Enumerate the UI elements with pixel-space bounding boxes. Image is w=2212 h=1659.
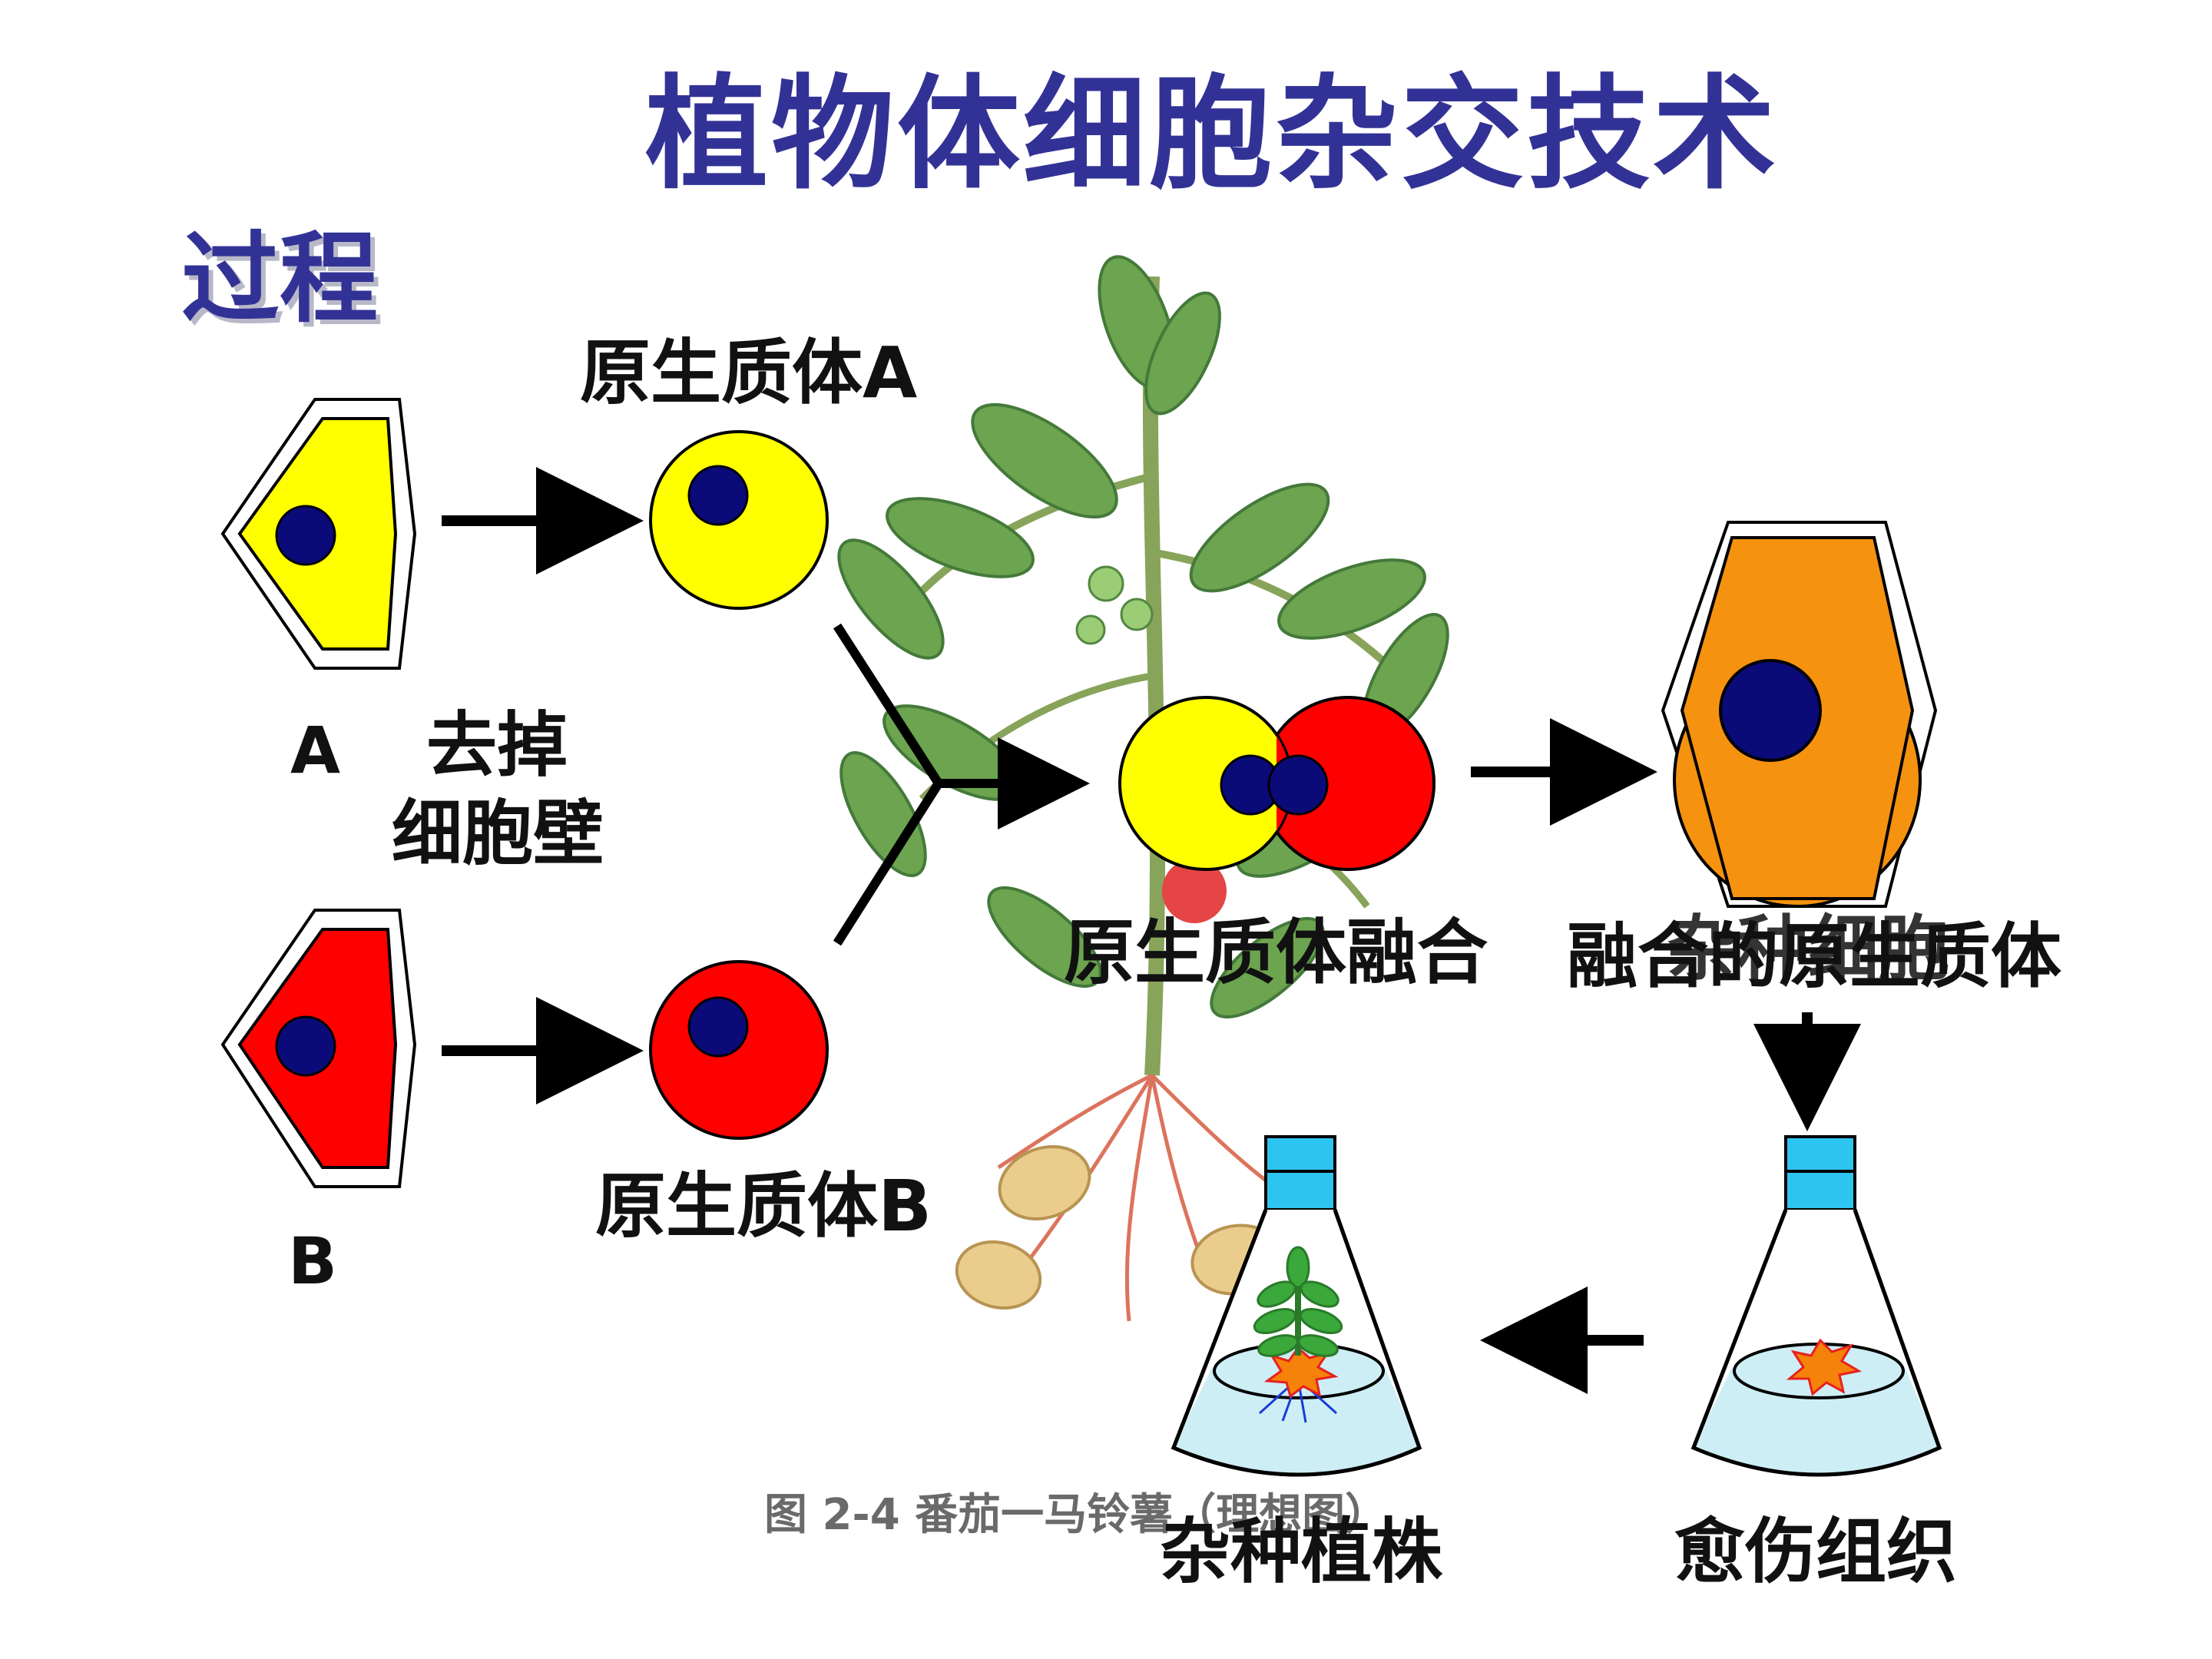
protoplast-a-label: 原生质体A [580, 332, 918, 414]
hybrid-cell [1661, 521, 1938, 908]
cell-b-label: B [288, 1224, 338, 1299]
callus-base [1263, 1346, 1339, 1399]
remove-wall-label-2: 细胞壁 [392, 793, 604, 875]
plant-cell-a [220, 398, 417, 670]
figure-caption: 图 2-4 番茄一马铃薯（理想图） [764, 1490, 1389, 1540]
hybrid-cell-label: 杂种细胞 [1667, 908, 1950, 990]
merge-connector [833, 623, 943, 946]
hybrid-plant-label: 杂种植株 [1160, 1511, 1443, 1593]
cell-a-label: A [290, 713, 341, 788]
nucleus-b [275, 1015, 336, 1077]
protoplast-b [649, 960, 829, 1140]
callus-flask [1690, 1135, 1942, 1477]
hybrid-plant-flask [1171, 1135, 1422, 1477]
plantlet [1253, 1246, 1343, 1357]
callus-tissue [1786, 1338, 1863, 1396]
fused-protoplast-label: 融合的原生质体 [1567, 916, 2062, 998]
section-heading: 过程 [181, 222, 379, 336]
callus-label: 愈伤组织 [1674, 1511, 1958, 1593]
protoplast-a [649, 430, 829, 610]
plant-cell-b [220, 909, 417, 1188]
page-title: 植物体细胞杂交技术 [645, 62, 1780, 206]
nucleus-a [275, 505, 336, 566]
remove-wall-label-1: 去掉 [426, 704, 568, 786]
protoplast-b-label: 原生质体B [595, 1165, 932, 1247]
fusing-protoplasts [1118, 696, 1435, 871]
fusion-label: 原生质体融合 [1064, 912, 1488, 994]
